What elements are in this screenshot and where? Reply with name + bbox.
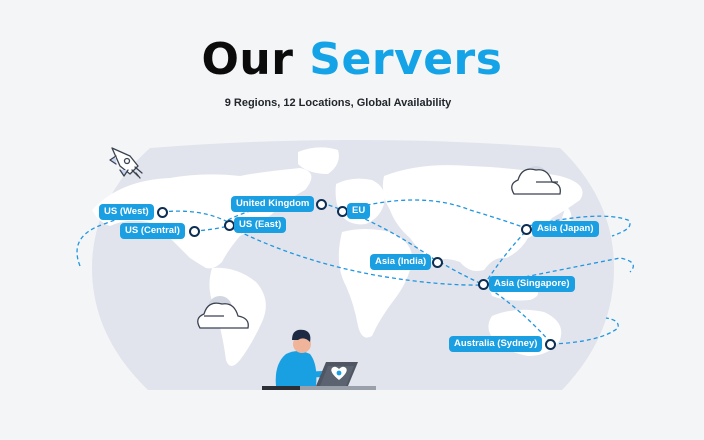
location-eu[interactable]: EU	[347, 203, 371, 219]
location-dot[interactable]	[157, 207, 168, 218]
route-east-singapore	[231, 227, 485, 286]
location-asia-japan[interactable]: Asia (Japan)	[532, 221, 599, 237]
rocket-icon	[109, 147, 143, 179]
route-japan-loop	[527, 215, 631, 237]
heart-logo-icon	[331, 366, 347, 380]
north-america	[92, 168, 312, 269]
location-dot[interactable]	[432, 257, 443, 268]
page-subtitle: 9 Regions, 12 Locations, Global Availabi…	[224, 97, 452, 109]
location-dot[interactable]	[316, 199, 327, 210]
route-west-east	[161, 210, 229, 223]
route-pacific-west	[76, 211, 151, 267]
location-dot[interactable]	[189, 226, 200, 237]
location-australia-sydney[interactable]: Australia (Sydney)	[449, 336, 543, 352]
route-lines	[76, 199, 634, 345]
location-dot[interactable]	[545, 339, 556, 350]
location-asia-india[interactable]: Asia (India)	[370, 254, 432, 270]
location-asia-singapore[interactable]: Asia (Singapore)	[489, 276, 575, 292]
location-us-central[interactable]: US (Central)	[120, 223, 185, 239]
route-sydney-loop	[551, 317, 619, 345]
location-dot[interactable]	[521, 224, 532, 235]
location-united-kingdom[interactable]: United Kingdom	[231, 196, 315, 212]
cloud-icon	[197, 296, 249, 329]
page-title: Our Servers	[0, 34, 704, 85]
title-part-our: Our	[201, 34, 294, 85]
route-eu-japan	[345, 199, 529, 230]
cloud-icon	[511, 166, 561, 195]
location-dot[interactable]	[478, 279, 489, 290]
greenland	[298, 147, 339, 174]
location-us-east[interactable]: US (East)	[234, 217, 287, 233]
title-part-servers: Servers	[309, 34, 503, 85]
location-us-west[interactable]: US (West)	[99, 204, 154, 220]
